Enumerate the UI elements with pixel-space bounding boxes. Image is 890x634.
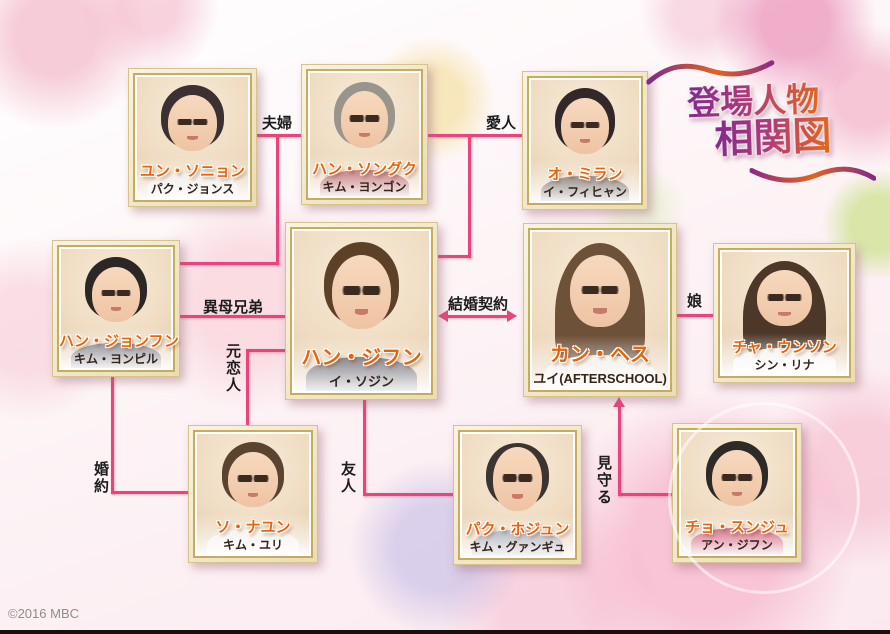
relationship-label-motokoibito: 元恋人 (224, 343, 241, 394)
relationship-label-kekkonkeiyaku: 結婚契約 (448, 296, 509, 313)
line-kekkonkeiyaku (447, 315, 508, 318)
line-fufu (256, 134, 302, 137)
portrait-frame: パク・ホジュン キム・グァンギュ (458, 430, 577, 560)
portrait-frame: ソ・ナユン キム・ユリ (193, 430, 313, 558)
portrait-frame: ハン・ソングク キム・ヨンゴン (306, 69, 423, 200)
portrait-frame: チャ・ウンソン シン・リナ (718, 248, 851, 378)
line-ibokyodai (179, 315, 286, 318)
arrow-right-icon (507, 310, 517, 322)
character-name: チャ・ウンソン (732, 339, 837, 356)
relationship-label-yujin: 友人 (339, 461, 356, 495)
portrait-frame: オ・ミラン イ・フィヒャン (527, 76, 643, 205)
portrait-face (331, 255, 392, 329)
arrow-up-icon (613, 397, 625, 407)
portrait-face (91, 266, 141, 322)
portrait-photo (462, 434, 573, 556)
character-name: ソ・ナユン (215, 519, 291, 536)
relationship-label-aijin: 愛人 (486, 115, 517, 132)
relationship-label-musume: 娘 (687, 293, 703, 310)
line-musume (676, 314, 715, 317)
character-card-han-jihun: ハン・ジフン イ・ソジン (285, 222, 438, 400)
character-card-o-miran: オ・ミラン イ・フィヒャン (522, 71, 648, 210)
actor-name: シン・リナ (754, 358, 815, 372)
actor-name: アン・ジフン (701, 538, 773, 552)
character-card-cha-unson: チャ・ウンソン シン・リナ (713, 243, 856, 383)
portrait-photo (310, 73, 419, 196)
character-name: ハン・ソングク (312, 161, 417, 178)
flourish-bottom-icon (749, 166, 877, 183)
actor-name: イ・ソジン (328, 374, 394, 389)
portrait-photo (137, 77, 248, 198)
arrow-left-icon (438, 310, 448, 322)
character-name: ユン・ソニョン (139, 163, 245, 180)
character-name: ハン・ジフン (301, 347, 422, 369)
actor-name: パク・ジョンス (150, 182, 235, 196)
portrait-face (228, 452, 278, 508)
portrait-face (570, 255, 630, 328)
character-card-han-jeonghun: ハン・ジョンフン キム・ヨンピル (52, 240, 180, 377)
portrait-face (168, 95, 217, 151)
portrait-frame: チョ・スンジュ アン・ジフン (677, 428, 797, 558)
line-fufu-drop (276, 134, 279, 265)
line-fufu-to-jeonghun (179, 262, 279, 265)
portrait-face (712, 450, 762, 507)
flourish-top-icon (645, 60, 775, 85)
portrait-photo (531, 80, 639, 201)
line-yujin-drop (363, 399, 366, 496)
portrait-frame: ユン・ソニョン パク・ジョンス (133, 73, 252, 202)
character-name: オ・ミラン (547, 166, 623, 183)
character-name: パク・ホジュン (465, 521, 570, 538)
actor-name: キム・ヨンピル (73, 352, 158, 366)
relationship-label-ibokyodai: 異母兄弟 (203, 299, 264, 316)
portrait-photo (681, 432, 793, 554)
actor-name: キム・ユリ (222, 538, 283, 552)
actor-name: キム・グァンギュ (469, 540, 566, 554)
line-mimamoru (618, 493, 674, 496)
character-card-yun-seonnyeon: ユン・ソニョン パク・ジョンス (128, 68, 257, 207)
portrait-face (493, 447, 542, 511)
title-block: 登場人物 相関図 (645, 54, 886, 194)
line-konyaku (111, 491, 189, 494)
bottom-bar (0, 630, 890, 634)
portrait-photo (294, 231, 429, 391)
actor-name: イ・フィヒャン (543, 185, 627, 199)
line-aijin-to-jihun (437, 255, 471, 258)
portrait-face (561, 98, 609, 154)
line-mimamoru-up (618, 406, 621, 496)
character-name: カン・ヘス (550, 344, 650, 366)
portrait-photo (197, 434, 309, 554)
portrait-frame: ハン・ジフン イ・ソジン (290, 227, 433, 395)
portrait-face (757, 270, 812, 327)
page-title-line2: 相関図 (714, 114, 885, 161)
portrait-photo (61, 249, 171, 368)
character-card-cho-sunju: チョ・スンジュ アン・ジフン (672, 423, 802, 563)
portrait-frame: カン・ヘス ユイ(AFTERSCHOOL) (528, 228, 672, 392)
line-yujin (363, 493, 454, 496)
relationship-label-fufu: 夫婦 (262, 115, 293, 132)
character-name: チョ・スンジュ (685, 519, 789, 536)
portrait-photo (532, 232, 668, 388)
line-motokoibito (246, 349, 286, 352)
actor-name: ユイ(AFTERSCHOOL) (533, 371, 667, 386)
line-aijin-drop (468, 134, 471, 258)
portrait-face (340, 91, 389, 149)
copyright-text: ©2016 MBC (8, 606, 79, 621)
line-motokoibito-drop (246, 349, 249, 426)
character-name: ハン・ジョンフン (59, 333, 179, 350)
character-card-paku-hojun: パク・ホジュン キム・グァンギュ (453, 425, 582, 565)
character-card-kang-hesu: カン・ヘス ユイ(AFTERSCHOOL) (523, 223, 677, 397)
portrait-photo (722, 252, 847, 374)
actor-name: キム・ヨンゴン (322, 180, 407, 194)
line-aijin (428, 134, 523, 137)
relationship-label-konyaku: 婚約 (92, 461, 109, 495)
relationship-label-mimamoru: 見守る (595, 455, 612, 506)
line-konyaku-drop (111, 376, 114, 494)
character-card-so-nayun: ソ・ナユン キム・ユリ (188, 425, 318, 563)
portrait-frame: ハン・ジョンフン キム・ヨンピル (57, 245, 179, 372)
character-card-han-seongguk: ハン・ソングク キム・ヨンゴン (301, 64, 428, 205)
